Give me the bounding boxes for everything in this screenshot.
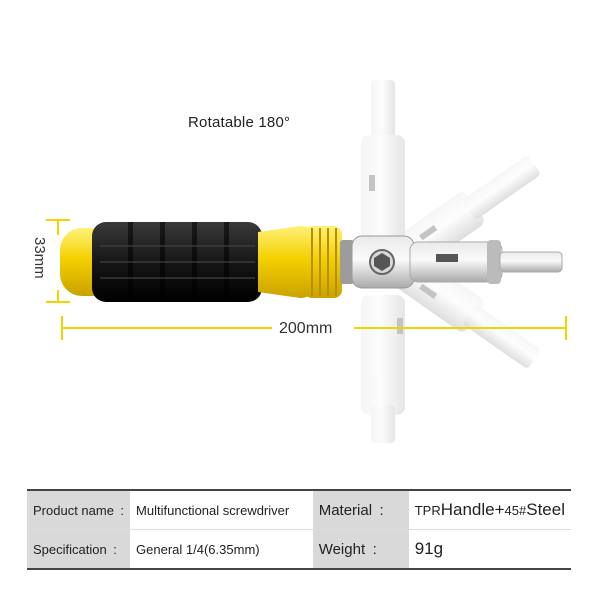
material-label: Material : xyxy=(312,489,409,530)
spec-row-1: Product name : Multifunctional screwdriv… xyxy=(27,489,571,530)
spec-row-2: Specification : General 1/4(6.35mm) Weig… xyxy=(27,529,571,570)
spec-table: Product name : Multifunctional screwdriv… xyxy=(27,489,571,570)
handle-collar xyxy=(258,226,312,298)
specification-label: Specification : xyxy=(27,529,131,570)
active-bit-shaft xyxy=(409,240,563,284)
ghost-shaft-vertical xyxy=(361,80,405,443)
length-label: 200mm xyxy=(279,320,333,337)
pivot-joint xyxy=(351,235,415,289)
metal-ferrule xyxy=(340,240,354,284)
product-name-value: Multifunctional screwdriver xyxy=(130,489,313,530)
specification-value: General 1/4(6.35mm) xyxy=(130,529,313,570)
screwdriver-drawing xyxy=(46,80,567,443)
material-main: Handle+ xyxy=(440,500,505,519)
ratchet-ring xyxy=(304,226,342,298)
material-grade: 45# xyxy=(504,503,527,518)
product-name-label: Product name : xyxy=(27,489,131,530)
length-dimension xyxy=(61,316,567,340)
diameter-dimension xyxy=(46,219,70,303)
material-steel: Steel xyxy=(526,500,565,519)
material-prefix: TPR xyxy=(414,503,441,518)
handle xyxy=(60,222,354,302)
diameter-label: 33mm xyxy=(31,237,48,279)
material-value: TPRHandle+45#Steel xyxy=(408,489,571,530)
rotation-caption: Rotatable 180° xyxy=(188,114,291,131)
weight-value: 91g xyxy=(408,529,571,570)
product-illustration: Rotatable 180° 200mm 33mm xyxy=(31,80,567,443)
weight-label: Weight : xyxy=(312,529,409,570)
